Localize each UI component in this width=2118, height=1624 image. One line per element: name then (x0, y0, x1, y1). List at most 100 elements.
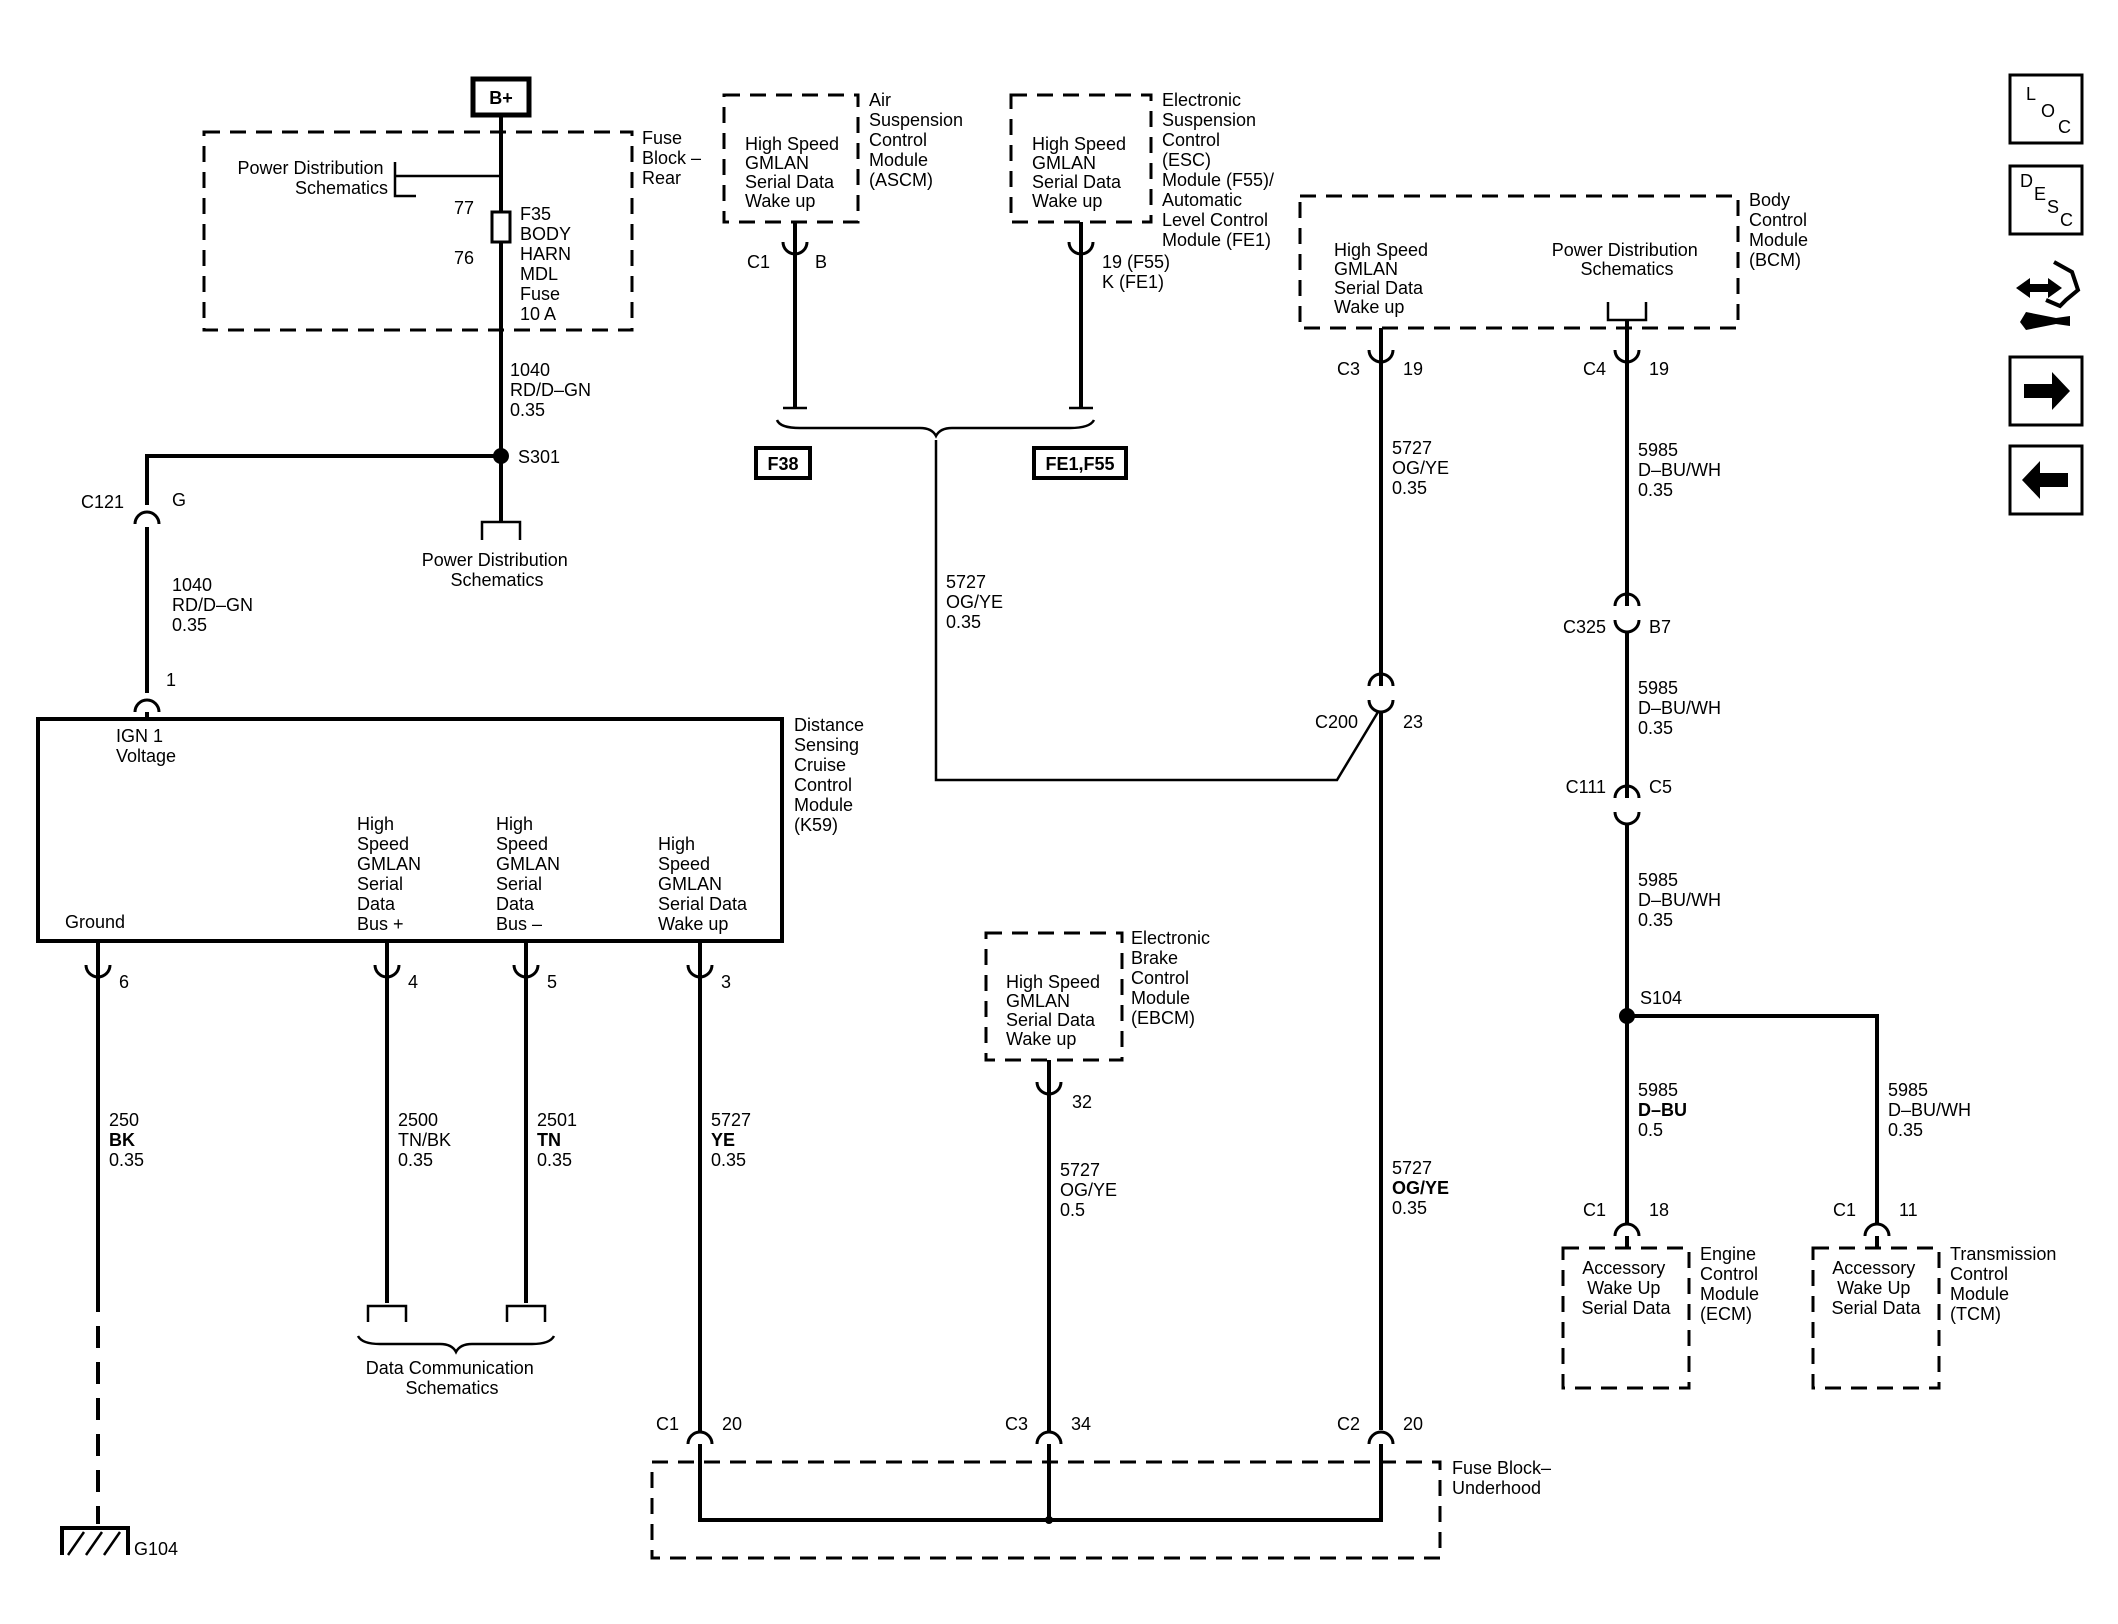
ebcm-pin-label: 32 (1072, 1092, 1092, 1112)
ascm-inner-label: High Speed GMLAN Serial Data Wake up (745, 134, 844, 211)
wire-5985-b-label: 5985 D–BU/WH 0.35 (1638, 678, 1725, 738)
splice-s104-label: S104 (1640, 988, 1682, 1008)
esc-pin-label: 19 (F55) K (FE1) (1102, 252, 1174, 292)
wire-5727-og-ye-mid (934, 440, 1380, 782)
connector-c200-bottom (1367, 699, 1395, 714)
fbu-c3-label: C3 (1005, 1414, 1028, 1434)
fuse-block-underhood-label: Fuse Block– Underhood (1452, 1458, 1556, 1498)
wire-1040-left (145, 454, 501, 505)
battery-positive-box: B+ (470, 76, 532, 118)
fbu-junction (1045, 1516, 1053, 1524)
wire-5727-ye-label: 5727 YE 0.35 (711, 1110, 756, 1170)
double-arrow-left (2016, 278, 2052, 298)
data-comm-label: Data Communication Schematics (366, 1358, 539, 1398)
k59-pin-5: 5 (512, 941, 557, 992)
option-f38-label: F38 (767, 454, 798, 474)
wire-1040-top-label: 1040 RD/D–GN 0.35 (510, 360, 595, 420)
fuse-block-rear-label: Fuse Block – Rear (642, 128, 705, 188)
ascm-name: Air Suspension Control Module (ASCM) (869, 90, 968, 190)
double-arrow-right (2036, 278, 2062, 298)
next-page-icon[interactable] (2008, 355, 2084, 427)
description-icon-letter-d: D (2020, 171, 2033, 191)
esc-name: Electronic Suspension Control (ESC) Modu… (1162, 90, 1279, 250)
splice-s301-label: S301 (518, 447, 560, 467)
pin-4-label: 4 (408, 972, 418, 992)
c111-label: C111 (1566, 777, 1606, 797)
bcm-inner-right: Power Distribution Schematics (1552, 240, 1703, 279)
wire-5727-right-label: 5727 OG/YE 0.35 (1392, 1158, 1453, 1218)
k59-bus-plus-label: High Speed GMLAN Serial Data Bus + (357, 814, 425, 934)
bcm-power-bracket (1606, 302, 1648, 322)
arrow-right-icon (2024, 372, 2070, 410)
power-dist-label-top: Power Distribution Schematics (237, 158, 388, 198)
location-icon-frame[interactable] (2008, 73, 2084, 145)
connector-c111-bottom (1613, 811, 1641, 826)
ground-hatch-3 (102, 1531, 122, 1556)
previous-page-icon[interactable] (2008, 444, 2084, 516)
data-comm-brace (356, 1335, 556, 1355)
pin-6-label: 6 (119, 972, 129, 992)
ecm-conn-label: C1 (1583, 1200, 1606, 1220)
ecm-inner-label: Accessory Wake Up Serial Data (1581, 1258, 1671, 1318)
option-fe1-label: FE1,F55 (1045, 454, 1114, 474)
k59-pin-4: 4 (373, 941, 418, 992)
connector-hand-tool-icon[interactable] (2016, 260, 2081, 330)
fuse-pin-76: 76 (454, 248, 474, 268)
power-dist-bracket-bottom (480, 520, 522, 540)
power-dist-label-bottom: Power Distribution Schematics (422, 550, 573, 590)
fbu-c3: C3 34 (1005, 1414, 1091, 1445)
ascm-outline (722, 93, 860, 224)
connector-c121 (133, 510, 161, 525)
connector-k59-pin1 (133, 698, 161, 713)
c200-label: C200 (1315, 712, 1358, 732)
c121-label: C121 (81, 492, 124, 512)
ebcm-name: Electronic Brake Control Module (EBCM) (1131, 928, 1214, 1028)
location-icon-letter-l: L (2026, 84, 2036, 104)
description-icon-frame[interactable] (2008, 164, 2084, 236)
location-icon[interactable]: L O C (2008, 73, 2084, 145)
fbu-c1-pin-label: 20 (722, 1414, 742, 1434)
option-brace (775, 419, 1096, 439)
connector-fbu-c3 (1035, 1430, 1063, 1445)
battery-positive-label: B+ (489, 88, 513, 108)
c111-pin: C5 (1649, 777, 1672, 797)
fuse-block-rear-outline (202, 130, 634, 332)
c325-pin: B7 (1649, 617, 1671, 637)
tcm-name: Transmission Control Module (TCM) (1950, 1244, 2061, 1324)
option-fe1-box: FE1,F55 (1032, 446, 1128, 480)
ground-hatch-1 (66, 1531, 86, 1556)
k59-pin-3: 3 (686, 941, 731, 992)
k59-pin-1: 1 (166, 670, 176, 690)
connector-c325-bottom (1613, 619, 1641, 634)
connector-fbu-c2 (1367, 1430, 1395, 1445)
wire-2500-label: 2500 TN/BK 0.35 (398, 1110, 455, 1170)
bcm-inner-left: High Speed GMLAN Serial Data Wake up (1334, 240, 1433, 317)
pin-5-label: 5 (547, 972, 557, 992)
wire-5727-mid-label: 5727 OG/YE 0.35 (946, 572, 1007, 632)
fbu-c2: C2 20 (1337, 1414, 1423, 1445)
bcm-c4-label: C4 (1583, 359, 1606, 379)
bcm-c3-pin: 19 (1403, 359, 1423, 379)
fuse-f35-symbol (490, 210, 512, 244)
bcm-outline (1298, 194, 1740, 330)
wire-5985-a-label: 5985 D–BU/WH 0.35 (1638, 440, 1725, 500)
k59-module-name: Distance Sensing Cruise Control Module (… (794, 715, 868, 835)
wire-5727-ebcm-label: 5727 OG/YE 0.5 (1060, 1160, 1121, 1220)
wire-250-label: 250 BK 0.35 (109, 1110, 144, 1170)
fbu-internal-bus (698, 1444, 1383, 1522)
arrow-left-icon (2022, 461, 2068, 499)
location-icon-letter-c: C (2058, 117, 2071, 137)
tcm-conn-label: C1 (1833, 1200, 1856, 1220)
connector-c325-top (1613, 592, 1641, 607)
ebcm-inner-label: High Speed GMLAN Serial Data Wake up (1006, 972, 1105, 1049)
k59-bus-minus-label: High Speed GMLAN Serial Data Bus – (496, 814, 564, 934)
tcm-inner-label: Accessory Wake Up Serial Data (1831, 1258, 1921, 1318)
ascm-conn-label: C1 (747, 252, 770, 272)
data-comm-bracket-right (505, 1304, 547, 1322)
description-icon[interactable]: D E S C (2008, 164, 2084, 236)
option-f38-frame (754, 446, 812, 480)
tcm-outline (1811, 1246, 1941, 1390)
fbu-c2-pin-label: 20 (1403, 1414, 1423, 1434)
description-icon-letter-c: C (2060, 210, 2073, 230)
